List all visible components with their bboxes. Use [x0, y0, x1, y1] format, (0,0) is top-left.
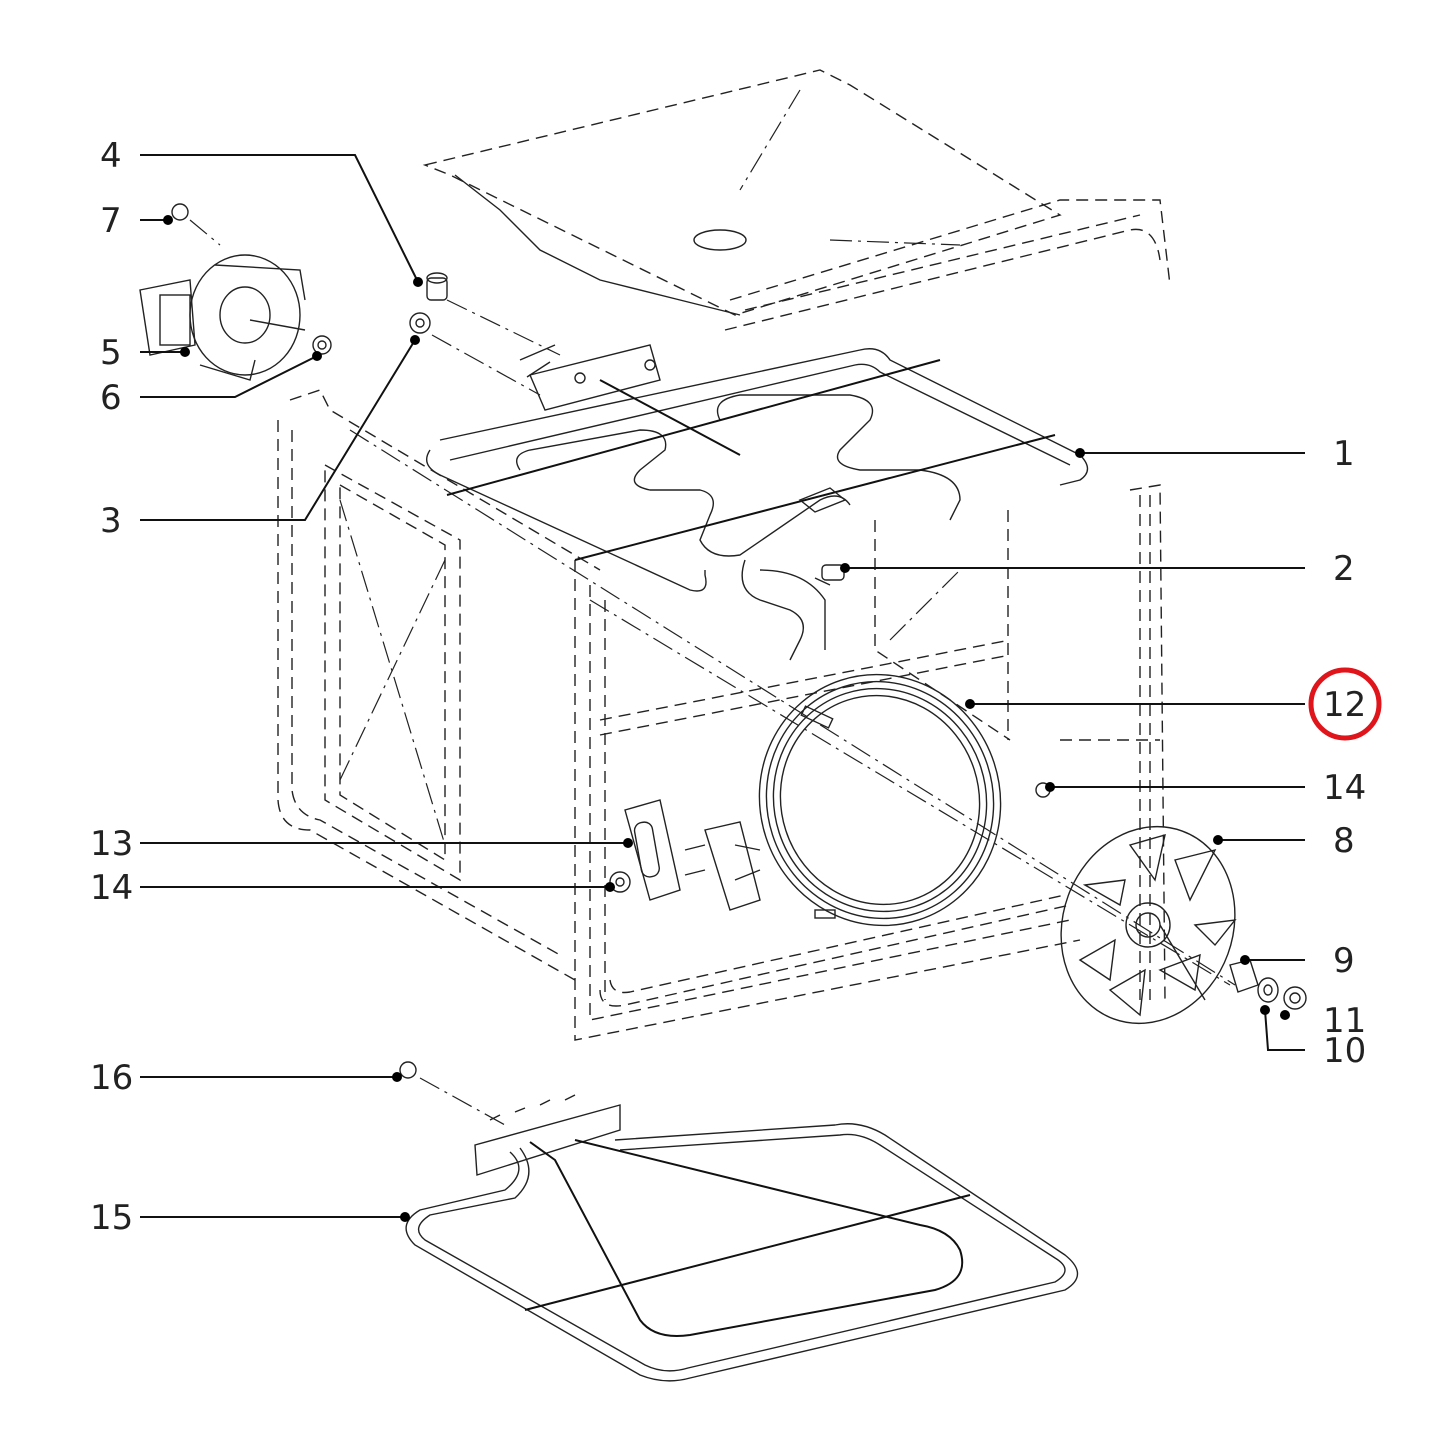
callout-13: 13	[90, 824, 133, 864]
fan-blade	[1060, 825, 1237, 1025]
leader-dots	[163, 215, 1290, 1222]
fan-nut-washer	[1229, 959, 1307, 1010]
lamp-parts	[409, 272, 561, 396]
callout-12: 12	[1323, 685, 1366, 725]
top-grill-element	[426, 344, 1089, 661]
callout-4: 4	[100, 136, 122, 176]
callout-7: 7	[100, 201, 122, 241]
callout-1: 1	[1333, 434, 1355, 474]
callout-9: 9	[1333, 941, 1355, 981]
element-clip	[814, 564, 845, 586]
circular-fan-element	[734, 673, 1002, 927]
callout-14-left: 14	[90, 868, 133, 908]
callout-2: 2	[1333, 549, 1355, 589]
callout-5: 5	[100, 333, 122, 373]
callout-14-right: 14	[1323, 768, 1366, 808]
callout-3: 3	[100, 501, 122, 541]
fan-motor	[139, 203, 332, 381]
callout-11: 11	[1323, 1001, 1366, 1041]
callout-6: 6	[100, 378, 122, 418]
callout-8: 8	[1333, 821, 1355, 861]
callout-16: 16	[90, 1058, 133, 1098]
highlight-circle	[1308, 667, 1382, 741]
terminal-bracket	[624, 799, 761, 911]
leader-lines	[140, 154, 1305, 1218]
oven-cavity-outline	[277, 69, 1236, 1041]
callout-10: 10	[1323, 1031, 1366, 1071]
bottom-heating-element	[399, 1061, 1079, 1382]
callout-labels: 4 7 5 6 3 13 14 16 15 1 2 12 14 8 9 11 1…	[90, 136, 1366, 1238]
callout-15: 15	[90, 1198, 133, 1238]
